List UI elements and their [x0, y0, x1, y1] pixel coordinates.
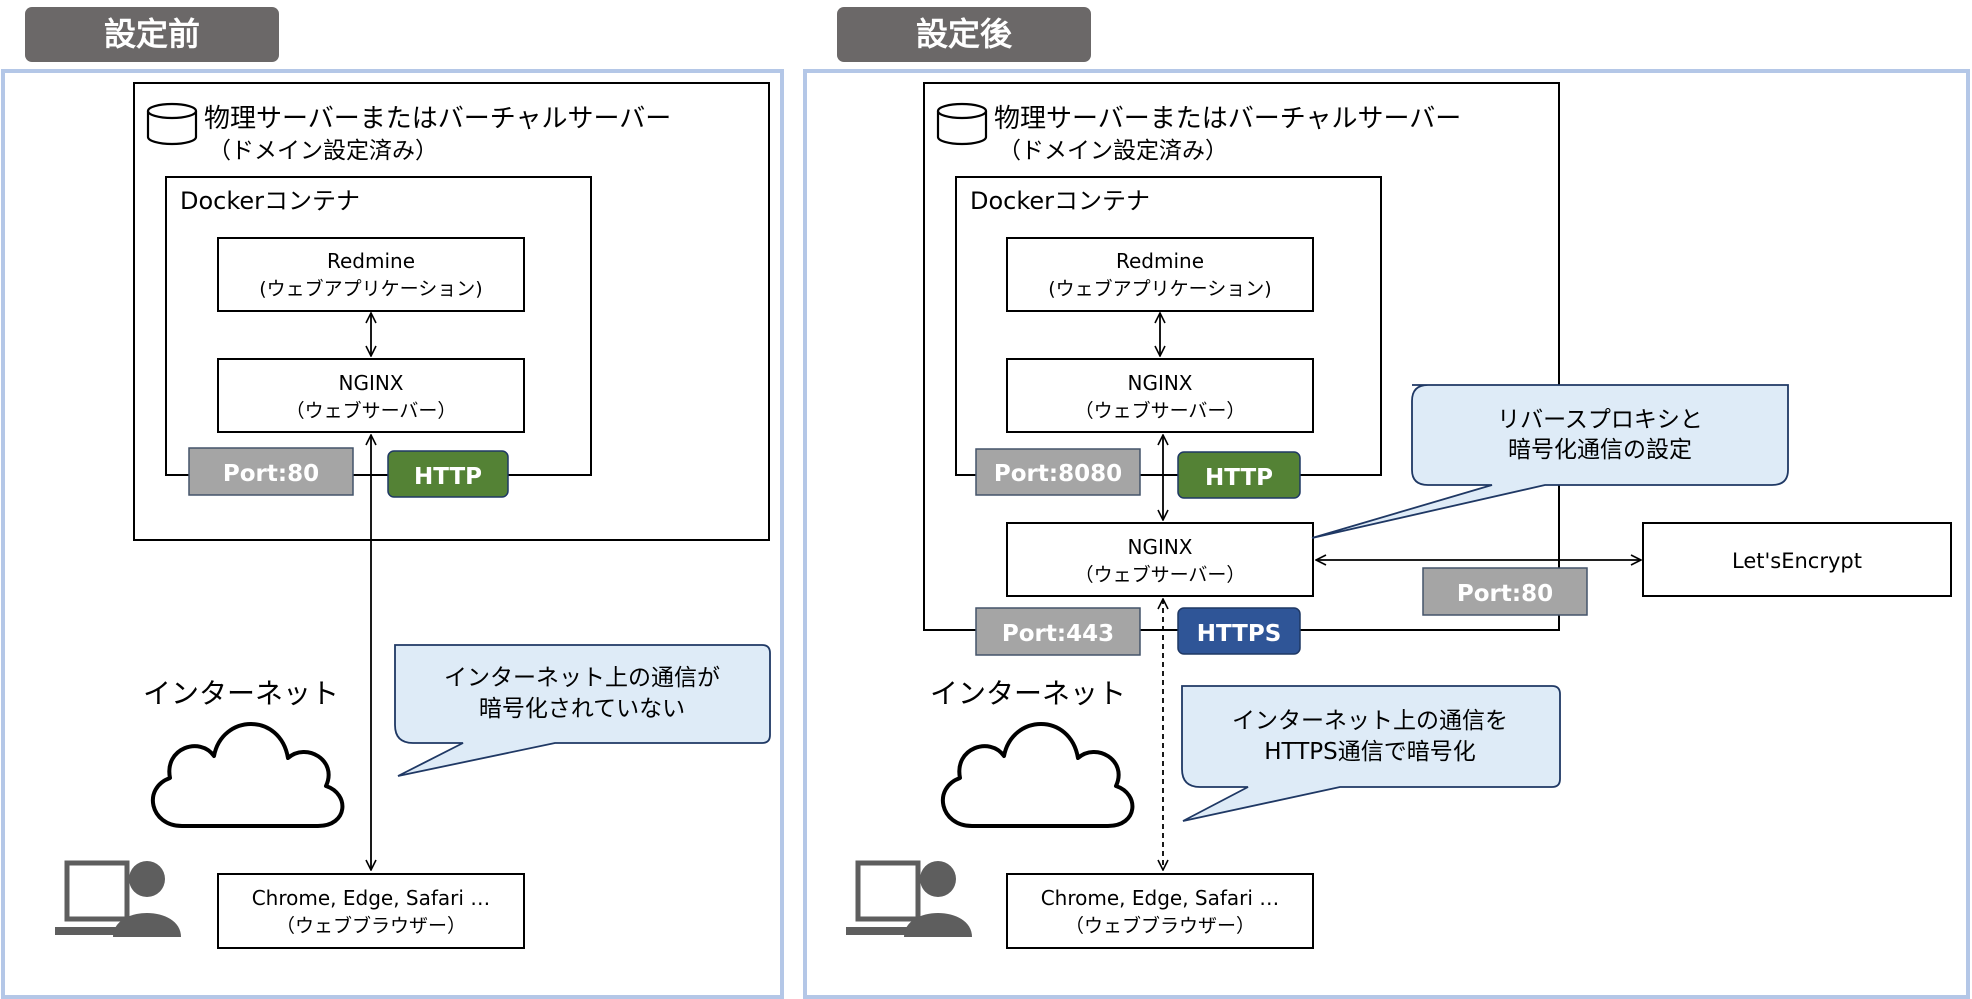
- server-title: 物理サーバーまたはバーチャルサーバー: [994, 104, 1461, 134]
- user-laptop-icon: [55, 861, 181, 937]
- port-label: Port:80: [223, 461, 319, 487]
- callout-line2: HTTPS通信で暗号化: [1264, 739, 1475, 765]
- proxy-callout-bubble: [1311, 384, 1789, 539]
- server-title: 物理サーバーまたはバーチャルサーバー: [204, 104, 671, 134]
- redmine-name: Redmine: [1116, 249, 1204, 273]
- https-label: HTTPS: [1197, 621, 1282, 647]
- redmine-box: [1006, 237, 1314, 312]
- http-badge: [1177, 451, 1301, 499]
- internet-cloud-icon: [940, 722, 1135, 828]
- letsencrypt-label: Let'sEncrypt: [1732, 549, 1862, 573]
- server-database-icon: [936, 102, 988, 146]
- server-subtitle: （ドメイン設定済み）: [208, 138, 438, 164]
- browser-box: [1006, 873, 1314, 949]
- after-panel: 設定後 物理サーバーまたはバーチャルサーバー （ドメイン設定済み） Docker…: [803, 7, 1970, 999]
- port-le-label: Port:80: [1457, 581, 1553, 607]
- callout-line2: 暗号化されていない: [479, 696, 685, 722]
- nginx-name: NGINX: [338, 371, 403, 395]
- before-panel: 設定前 物理サーバーまたはバーチャルサーバー （ドメイン設定済み） Docker…: [1, 7, 784, 999]
- port-outer-badge: [975, 607, 1141, 656]
- nginx-desc: （ウェブサーバー）: [1075, 399, 1246, 422]
- container-title: Dockerコンテナ: [970, 187, 1150, 215]
- before-panel-border: [1, 69, 784, 999]
- letsencrypt-box: [1642, 522, 1952, 597]
- after-title: 設定後: [916, 15, 1013, 53]
- nginx-box: [217, 358, 525, 433]
- callout-bubble: [1181, 685, 1561, 822]
- redmine-box: [217, 237, 525, 312]
- port-badge: [188, 447, 354, 496]
- server-database-icon: [146, 102, 198, 146]
- after-title-tab: [837, 7, 1091, 62]
- redmine-name: Redmine: [327, 249, 415, 273]
- server-subtitle: （ドメイン設定済み）: [998, 138, 1228, 164]
- user-laptop-icon: [846, 861, 972, 937]
- browser-box: [217, 873, 525, 949]
- browser-desc: （ウェブブラウザー）: [276, 914, 466, 937]
- redmine-desc: (ウェブアプリケーション): [1048, 277, 1271, 300]
- before-title-tab: [25, 7, 279, 62]
- proxy-nginx-desc: （ウェブサーバー）: [1075, 563, 1246, 586]
- nginx-desc: （ウェブサーバー）: [286, 399, 457, 422]
- internet-label: インターネット: [930, 677, 1126, 710]
- nginx-name: NGINX: [1127, 371, 1192, 395]
- nginx-box: [1006, 358, 1314, 433]
- browser-desc: （ウェブブラウザー）: [1065, 914, 1255, 937]
- port-inner-label: Port:8080: [994, 461, 1122, 487]
- http-badge: [387, 450, 509, 498]
- callout-line1: インターネット上の通信が: [444, 665, 720, 691]
- internet-cloud-icon: [150, 722, 345, 828]
- internet-label: インターネット: [143, 677, 339, 710]
- callout-line1: インターネット上の通信を: [1232, 708, 1508, 734]
- proxy-nginx-box: [1006, 522, 1314, 597]
- browser-name: Chrome, Edge, Safari …: [252, 886, 491, 910]
- after-panel-border: [803, 69, 1970, 999]
- container-title: Dockerコンテナ: [180, 187, 360, 215]
- redmine-desc: (ウェブアプリケーション): [259, 277, 482, 300]
- port-inner-badge: [975, 448, 1141, 496]
- https-badge: [1177, 607, 1301, 655]
- proxy-nginx-name: NGINX: [1127, 535, 1192, 559]
- before-title: 設定前: [104, 15, 200, 53]
- http-label: HTTP: [1205, 465, 1273, 491]
- proxy-callout-line2: 暗号化通信の設定: [1508, 437, 1692, 463]
- port-le-badge: [1422, 567, 1588, 616]
- proxy-callout-line1: リバースプロキシと: [1497, 407, 1703, 433]
- browser-name: Chrome, Edge, Safari …: [1041, 886, 1280, 910]
- port-outer-label: Port:443: [1002, 621, 1114, 647]
- http-label: HTTP: [414, 464, 482, 490]
- callout-bubble: [394, 644, 771, 777]
